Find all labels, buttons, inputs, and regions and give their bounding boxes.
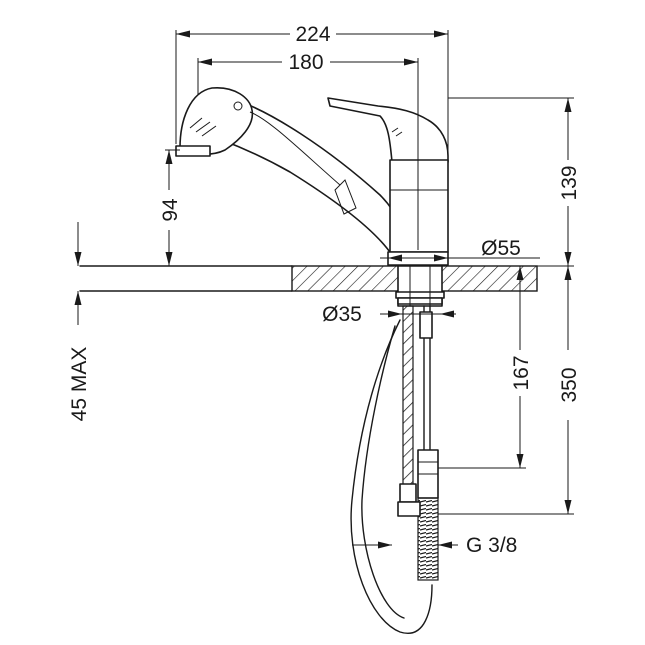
dim-g38-label: G 3/8 xyxy=(466,534,517,557)
dim-180-label: 180 xyxy=(288,51,323,74)
dimension-d55: Ø55 xyxy=(380,237,540,266)
dimension-g38: G 3/8 xyxy=(352,534,517,557)
dimension-94: 94 xyxy=(159,149,182,266)
supply-hoses xyxy=(350,305,439,634)
dimension-45-max: 45 MAX xyxy=(68,222,91,421)
braided-hose xyxy=(402,305,414,487)
hose-loop xyxy=(350,319,433,634)
faucet-body xyxy=(175,87,449,266)
coiled-hose xyxy=(417,497,439,581)
dim-350-label: 350 xyxy=(558,367,581,402)
spray-nozzle xyxy=(175,145,211,157)
fixing-assembly xyxy=(395,265,445,307)
dim-d35-label: Ø35 xyxy=(322,303,362,326)
lever-handle xyxy=(327,97,449,163)
dim-224-label: 224 xyxy=(295,23,330,46)
dimension-224: 224 xyxy=(175,23,449,156)
dim-139-label: 139 xyxy=(558,165,581,200)
dim-45-max-label: 45 MAX xyxy=(68,347,91,422)
dim-d55-label: Ø55 xyxy=(481,237,521,260)
dimension-350: 350 xyxy=(438,266,581,515)
dimension-d35: Ø35 xyxy=(322,303,456,326)
dim-167-label: 167 xyxy=(510,355,533,390)
dim-94-label: 94 xyxy=(159,198,182,222)
dimension-180: 180 xyxy=(197,51,419,250)
dimension-167: 167 xyxy=(438,266,533,469)
dimension-139: 139 xyxy=(448,97,581,267)
mixer-body xyxy=(389,159,449,253)
